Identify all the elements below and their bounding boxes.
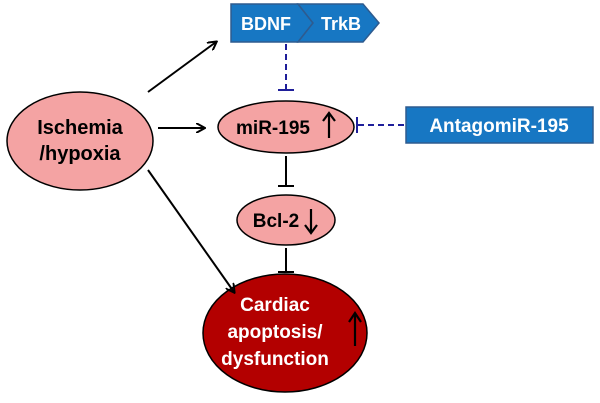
bdnf-label: BDNF — [241, 14, 291, 34]
cardiac-node: Cardiac apoptosis/ dysfunction — [202, 273, 368, 393]
edge-bdnf-trkb-inhibits-mir195 — [278, 44, 294, 91]
ischemia-node: Ischemia /hypoxia — [6, 91, 154, 191]
bdnf-node: BDNF — [230, 3, 314, 43]
mir195-label: miR-195 — [236, 118, 310, 139]
antagomir-label: AntagomiR-195 — [429, 116, 569, 137]
cardiac-label-line2: apoptosis/ — [227, 322, 323, 343]
bcl2-label: Bcl-2 — [253, 211, 299, 232]
edge-antagomir-inhibits-mir195 — [356, 117, 404, 133]
up-arrow-icon — [322, 111, 336, 138]
bcl2-node: Bcl-2 — [236, 194, 336, 246]
antagomir-node: AntagomiR-195 — [405, 106, 594, 144]
cardiac-label-line1: Cardiac — [240, 295, 310, 316]
edge-ischemia-to-bdnf — [147, 42, 216, 93]
ischemia-label-line1: Ischemia — [37, 117, 123, 139]
cardiac-label-line3: dysfunction — [221, 349, 329, 370]
trkb-label: TrkB — [321, 14, 361, 34]
mir195-node: miR-195 — [217, 100, 355, 154]
down-arrow-icon — [304, 209, 318, 235]
up-arrow-icon — [348, 311, 362, 346]
edge-bcl2-inhibits-cardiac — [278, 248, 294, 273]
edge-ischemia-to-cardiac — [147, 169, 234, 292]
edge-mir195-inhibits-bcl2 — [278, 156, 294, 187]
trkb-node: TrkB — [296, 3, 380, 43]
ischemia-label-line2: /hypoxia — [39, 143, 121, 165]
